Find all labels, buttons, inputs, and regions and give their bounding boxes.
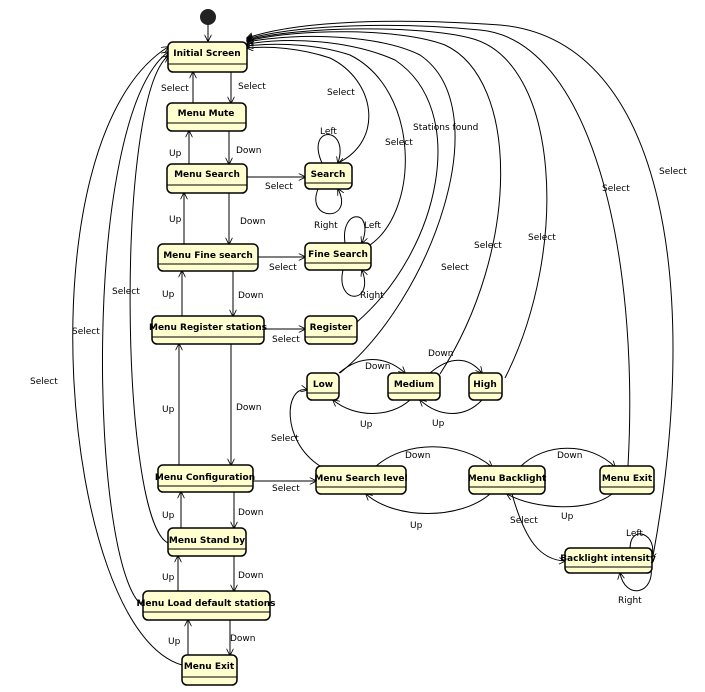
state-register: Register xyxy=(304,315,358,345)
state-label: Search xyxy=(311,170,346,180)
label-down: Down xyxy=(238,571,264,581)
label-select: Select xyxy=(112,287,140,297)
label-right: Right xyxy=(618,596,642,606)
label-select: Select xyxy=(327,88,355,98)
edges-main-column xyxy=(178,72,234,655)
label-right: Right xyxy=(314,221,338,231)
state-label: Medium xyxy=(394,380,434,390)
label-up: Up xyxy=(360,420,373,430)
label-select: Select xyxy=(272,335,300,345)
label-down: Down xyxy=(365,362,391,372)
label-select: Select xyxy=(441,263,469,273)
state-menu-register-stations: Menu Register stations xyxy=(149,315,267,345)
state-label: Menu Configuration xyxy=(155,473,255,483)
label-select: Select xyxy=(528,233,556,243)
state-menu-exit: Menu Exit xyxy=(181,654,238,686)
label-down: Down xyxy=(236,403,262,413)
label-up: Up xyxy=(168,637,181,647)
state-menu-search-level: Menu Search level xyxy=(314,465,408,495)
state-label: Menu Search xyxy=(174,170,240,180)
edges-submenus xyxy=(289,359,615,562)
state-label: Menu Search level xyxy=(314,474,407,484)
label-down: Down xyxy=(236,146,262,156)
state-backlight-intensity: Backlight intensity xyxy=(560,547,656,574)
label-up: Up xyxy=(169,149,182,159)
label-down: Down xyxy=(238,508,264,518)
state-menu-fine-search: Menu Fine search xyxy=(157,243,259,272)
state-label: Low xyxy=(313,380,333,390)
state-label: Menu Exit xyxy=(184,662,235,672)
state-menu-exit-right: Menu Exit xyxy=(599,465,655,495)
label-down: Down xyxy=(557,451,583,461)
state-label: Menu Fine search xyxy=(163,251,253,261)
label-up: Up xyxy=(162,290,175,300)
state-menu-search: Menu Search xyxy=(166,163,248,194)
label-left: Left xyxy=(626,529,643,539)
label-up: Up xyxy=(432,419,445,429)
label-up: Up xyxy=(162,511,175,521)
label-down: Down xyxy=(428,349,454,359)
label-select: Select xyxy=(30,377,58,387)
label-select: Select xyxy=(161,84,189,94)
label-select: Select xyxy=(510,516,538,526)
state-menu-backlight: Menu Backlight xyxy=(468,465,547,495)
label-select: Select xyxy=(271,434,299,444)
transition-labels: Select Select Up Down Up Down Up Down Up… xyxy=(30,82,687,647)
label-select: Select xyxy=(265,182,293,192)
state-label: Menu Exit xyxy=(602,474,653,484)
label-down: Down xyxy=(240,217,266,227)
state-label: Initial Screen xyxy=(173,49,240,59)
state-low: Low xyxy=(306,372,340,401)
state-menu-configuration: Menu Configuration xyxy=(155,464,255,493)
state-search: Search xyxy=(304,162,353,190)
state-label: Fine Search xyxy=(308,250,368,260)
label-down: Down xyxy=(238,291,264,301)
label-up: Up xyxy=(169,215,182,225)
label-up: Up xyxy=(162,573,175,583)
label-select: Select xyxy=(269,263,297,273)
label-up: Up xyxy=(561,512,574,522)
initial-node xyxy=(200,9,216,25)
label-up: Up xyxy=(410,521,423,531)
label-left: Left xyxy=(364,221,381,231)
state-medium: Medium xyxy=(387,372,441,401)
label-right: Right xyxy=(360,291,384,301)
state-label: Menu Mute xyxy=(178,109,235,119)
label-select: Select xyxy=(272,484,300,494)
label-select: Select xyxy=(72,327,100,337)
label-select: Select xyxy=(659,167,687,177)
edges-return-initial xyxy=(72,20,674,666)
state-label: Menu Stand by xyxy=(169,536,245,546)
label-select: Select xyxy=(238,82,266,92)
label-left: Left xyxy=(320,127,337,137)
edges-self-loops xyxy=(315,134,653,592)
label-select: Select xyxy=(602,184,630,194)
label-select: Select xyxy=(474,241,502,251)
label-stations-found: Stations found xyxy=(413,123,478,133)
state-label: Menu Load default stations xyxy=(136,599,275,609)
state-menu-load-default-stations: Menu Load default stations xyxy=(136,590,276,621)
state-label: High xyxy=(473,380,496,390)
state-high: High xyxy=(468,372,503,401)
label-down: Down xyxy=(230,634,256,644)
label-up: Up xyxy=(162,405,175,415)
state-label: Register xyxy=(310,323,353,333)
state-label: Menu Register stations xyxy=(149,323,267,333)
state-menu-stand-by: Menu Stand by xyxy=(167,527,247,557)
state-label: Backlight intensity xyxy=(560,554,656,564)
state-initial-screen: Initial Screen xyxy=(167,41,248,73)
edges-select xyxy=(247,177,316,481)
state-menu-mute: Menu Mute xyxy=(166,102,247,132)
state-label: Menu Backlight xyxy=(468,474,547,484)
label-down: Down xyxy=(405,451,431,461)
label-select: Select xyxy=(385,138,413,148)
state-fine-search: Fine Search xyxy=(304,242,372,271)
